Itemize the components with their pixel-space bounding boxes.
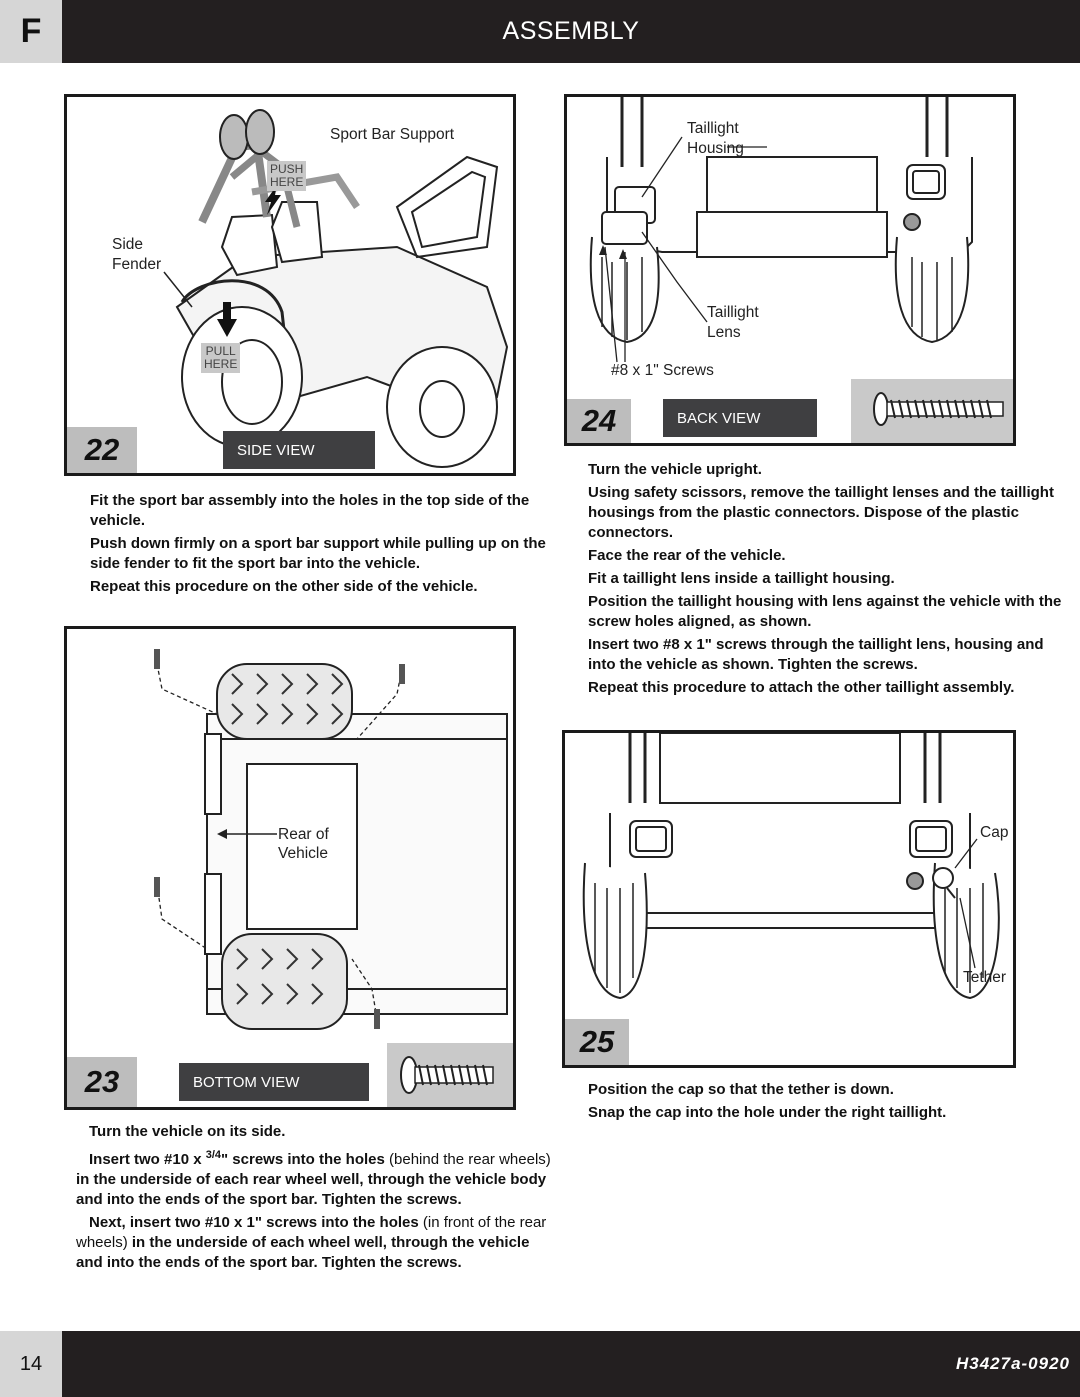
fraction: 3/4 — [205, 1149, 222, 1161]
instruction-part: in the underside of each wheel well, thr… — [76, 1234, 530, 1271]
pull-here-text: HERE — [204, 357, 238, 371]
push-text: PUSH — [270, 162, 304, 176]
instruction-note: (in front of the rear wheels) — [76, 1214, 547, 1251]
taillight-lens-label: Taillight — [707, 304, 759, 321]
tether-label: Tether — [963, 969, 1007, 986]
instruction: Next, insert two #10 x 1" screws into th… — [76, 1213, 556, 1273]
vehicle-bottom-illustration — [154, 649, 508, 1030]
pull-text: PULL — [205, 344, 236, 358]
instruction: Repeat this procedure to attach the othe… — [588, 679, 1015, 696]
cap-back-illustration — [582, 733, 1000, 1000]
instruction-note: (behind the rear wheels) — [384, 1151, 551, 1168]
step-24-panel: Taillight Housing Taillight Lens #8 x 1"… — [564, 94, 1016, 446]
instruction-part: " screws into the holes — [221, 1151, 385, 1168]
instruction: Using safety scissors, remove the tailli… — [588, 484, 1054, 541]
page-number: 14 — [0, 1331, 62, 1397]
housing-label: Housing — [687, 140, 744, 157]
side-label: Side — [112, 236, 144, 253]
page-title: ASSEMBLY — [62, 0, 1080, 63]
taillight-back-illustration — [589, 97, 973, 363]
document-code: H3427a-0920 — [955, 1354, 1070, 1373]
instruction: Position the taillight housing with lens… — [588, 593, 1062, 630]
taillight-label: Taillight — [687, 120, 739, 137]
step-22-panel: Sport Bar Support Side Fender PUSH HERE … — [64, 94, 516, 476]
step-number: 24 — [567, 399, 631, 443]
footer-bar — [62, 1331, 1080, 1397]
instruction: Turn the vehicle upright. — [588, 461, 762, 478]
pull-here-tag: PULL HERE — [201, 343, 241, 373]
instruction: Snap the cap into the hole under the rig… — [588, 1104, 947, 1121]
cap-label: Cap — [980, 824, 1009, 841]
screws-label: #8 x 1" Screws — [611, 362, 714, 379]
instruction: Insert two #10 x 3/4" screws into the ho… — [76, 1145, 556, 1210]
instruction: Face the rear of the vehicle. — [588, 547, 786, 564]
screw-icon — [873, 392, 1004, 426]
push-here-text: HERE — [270, 175, 304, 189]
instruction-part: Next, insert two #10 x 1" screws into th… — [89, 1214, 419, 1231]
jeep-side-illustration — [163, 109, 509, 468]
push-here-tag: PUSH HERE — [267, 161, 307, 191]
step-25-instructions: Position the cap so that the tether is d… — [575, 1080, 1070, 1126]
view-label: BACK VIEW — [663, 399, 817, 437]
sport-bar-support-label: Sport Bar Support — [330, 126, 455, 143]
vehicle-label: Vehicle — [278, 845, 328, 862]
instruction: Position the cap so that the tether is d… — [588, 1081, 894, 1098]
instruction: Push down firmly on a sport bar support … — [90, 535, 546, 572]
rear-of-label: Rear of — [278, 826, 329, 843]
instruction-part: Insert two #10 x — [89, 1151, 206, 1168]
instruction: Fit the sport bar assembly into the hole… — [90, 492, 530, 529]
screw-callout — [851, 379, 1013, 443]
step-number: 22 — [67, 427, 137, 473]
step-number: 23 — [67, 1057, 137, 1107]
step-23-instructions: Turn the vehicle on its side. Insert two… — [76, 1122, 556, 1276]
instruction-part: in the underside of each rear wheel well… — [76, 1171, 547, 1208]
step-24-instructions: Turn the vehicle upright. Using safety s… — [575, 460, 1070, 701]
instruction: Repeat this procedure on the other side … — [90, 578, 478, 595]
lens-label: Lens — [707, 324, 741, 341]
section-letter: F — [0, 0, 62, 63]
step-number: 25 — [565, 1019, 629, 1065]
instruction: Turn the vehicle on its side. — [89, 1123, 286, 1140]
instruction: Insert two #8 x 1" screws through the ta… — [588, 636, 1044, 673]
step-25-panel: Cap Tether 25 — [562, 730, 1016, 1068]
fender-label: Fender — [112, 256, 162, 273]
instruction: Fit a taillight lens inside a taillight … — [588, 570, 895, 587]
view-label: BOTTOM VIEW — [179, 1063, 369, 1101]
screw-icon — [400, 1056, 494, 1094]
screw-callout — [387, 1043, 513, 1107]
step-22-instructions: Fit the sport bar assembly into the hole… — [77, 491, 567, 600]
step-23-panel: Rear of Vehicle 23 BOTTOM VIEW — [64, 626, 516, 1110]
view-label: SIDE VIEW — [223, 431, 375, 469]
